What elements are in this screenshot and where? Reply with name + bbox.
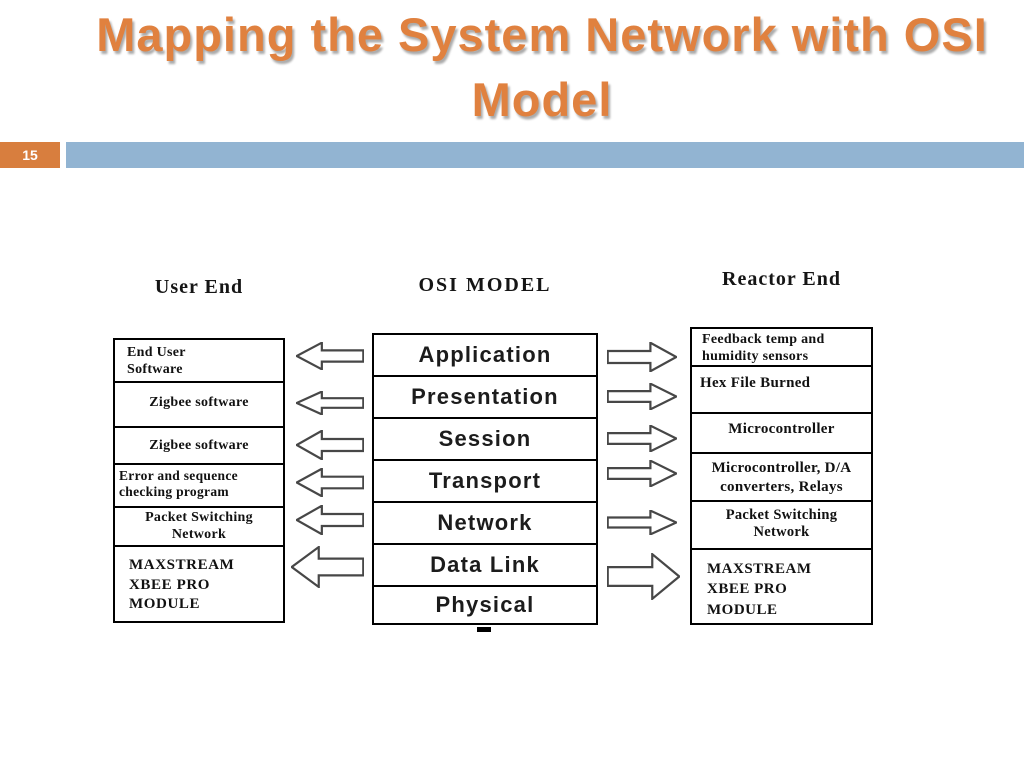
osi-layer-network: Network	[374, 503, 596, 545]
user-end-stack: End User Software Zigbee software Zigbee…	[113, 338, 285, 623]
osi-layer-physical: Physical	[435, 592, 535, 618]
reactor-end-row-microcontroller: Microcontroller	[692, 414, 871, 454]
osi-layer-application: Application	[374, 335, 596, 377]
user-end-row-error-checking: Error and sequence checking program	[115, 465, 283, 508]
reactor-end-row-converters-relays: Microcontroller, D/A converters, Relays	[692, 454, 871, 502]
reactor-end-row-maxstream-module: MAXSTREAM XBEE PRO MODULE	[707, 561, 812, 618]
left-arrow-icon	[296, 342, 364, 370]
left-arrow-icon	[291, 546, 364, 588]
user-end-row-packet-switching: Packet Switching Network	[115, 508, 283, 547]
reactor-end-row-packet-switching: Packet Switching Network	[692, 502, 871, 550]
user-end-row-end-user-software: End User Software	[115, 340, 283, 383]
column-header-osi-model: OSI MODEL	[418, 274, 552, 296]
osi-box-bottom-tick	[477, 627, 491, 632]
right-arrow-icon	[607, 425, 677, 452]
osi-model-stack: Application Presentation Session Transpo…	[372, 333, 598, 625]
right-arrow-icon	[607, 553, 680, 600]
user-end-row-maxstream-module: MAXSTREAM XBEE PRO MODULE	[129, 557, 235, 612]
reactor-end-row-hex-file-burned: Hex File Burned	[692, 367, 871, 414]
right-arrow-icon	[607, 383, 677, 410]
left-arrow-icon	[296, 430, 364, 460]
column-header-user-end: User End	[154, 276, 244, 298]
osi-layer-presentation: Presentation	[374, 377, 596, 419]
slide-title-line-2: Model	[471, 73, 613, 126]
right-arrow-icon	[607, 342, 677, 372]
user-end-row-zigbee-software-2: Zigbee software	[115, 428, 283, 465]
reactor-end-row-feedback-sensors: Feedback temp and humidity sensors	[692, 329, 871, 367]
left-arrow-icon	[296, 391, 364, 415]
reactor-end-stack: Feedback temp and humidity sensors Hex F…	[690, 327, 873, 625]
user-end-row-zigbee-software-1: Zigbee software	[115, 383, 283, 428]
accent-bar	[66, 142, 1024, 168]
slide-title-line-1: Mapping the System Network with OSI	[96, 8, 988, 61]
osi-layer-data-link: Data Link	[374, 545, 596, 587]
left-arrow-icon	[296, 505, 364, 535]
right-arrow-icon	[607, 460, 677, 487]
osi-layer-session: Session	[374, 419, 596, 461]
right-arrow-icon	[607, 510, 677, 535]
column-header-reactor-end: Reactor End	[722, 268, 841, 290]
slide-title: Mapping the System Network with OSI Mode…	[60, 2, 1024, 132]
slide-number-badge: 15	[0, 142, 60, 168]
left-arrow-icon	[296, 468, 364, 497]
osi-layer-transport: Transport	[374, 461, 596, 503]
